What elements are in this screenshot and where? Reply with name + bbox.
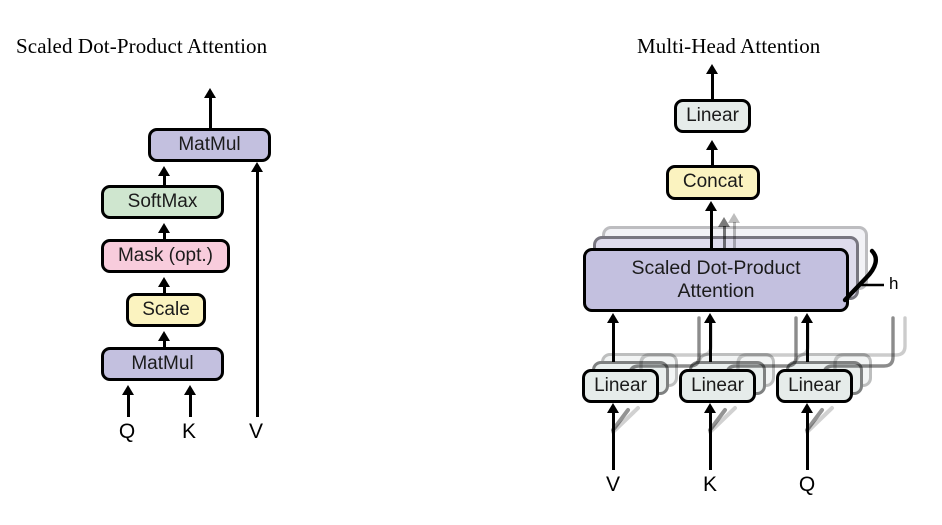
node-concat[interactable]: Concat: [666, 165, 760, 200]
node-softmax[interactable]: SoftMax: [101, 185, 224, 219]
right-input-label-q: Q: [798, 473, 816, 496]
right-edge-attn-concat: [709, 210, 713, 265]
left-input-v-line: [255, 172, 259, 417]
right-output-line: [711, 68, 714, 100]
right-edge-linearv-attn-arrowhead: [606, 313, 619, 323]
left-input-q-arrowhead: [121, 385, 134, 395]
node-matmul-top[interactable]: MatMul: [148, 128, 271, 162]
node-linear-q[interactable]: Linear: [776, 369, 853, 403]
left-input-k-arrowhead: [183, 385, 196, 395]
node-mask[interactable]: Mask (opt.): [101, 239, 230, 273]
left-input-v-arrowhead: [250, 162, 263, 172]
left-edge-mask-softmax-arrowhead: [157, 223, 170, 233]
right-input-k-line: [708, 412, 712, 470]
head-count-label: h: [889, 274, 899, 293]
right-edge-attn-concat-ghost2-arrowhead: [728, 213, 740, 223]
left-panel-title: Scaled Dot-Product Attention: [16, 34, 268, 58]
right-edge-attn-concat-arrowhead: [704, 201, 717, 211]
left-output-line: [208, 92, 212, 128]
right-edge-concat-linear-arrowhead: [706, 140, 718, 150]
input-label-v: V: [248, 420, 263, 443]
left-output-arrowhead: [203, 88, 216, 98]
right-edge-linearq-attn-arrowhead: [800, 313, 813, 323]
right-edge-attn-concat-ghost1-arrowhead: [718, 217, 730, 227]
right-input-v-arrowhead: [606, 403, 619, 413]
node-scaled-dot-product-attention[interactable]: Scaled Dot-Product Attention: [583, 248, 849, 312]
right-edge-linearq-attn: [805, 322, 809, 362]
node-matmul-bottom[interactable]: MatMul: [101, 347, 224, 381]
right-input-k-arrowhead: [703, 403, 716, 413]
right-input-q-line: [805, 412, 809, 470]
input-label-q: Q: [118, 420, 136, 443]
right-edge-lineark-attn: [708, 322, 712, 362]
left-input-q-line: [126, 395, 130, 417]
right-input-label-k: K: [702, 473, 717, 496]
right-edge-concat-linear: [711, 150, 714, 166]
right-edge-linearv-attn: [611, 322, 615, 362]
left-edge-matmul-scale-arrowhead: [157, 331, 170, 341]
right-input-label-v: V: [605, 473, 620, 496]
node-linear-k[interactable]: Linear: [679, 369, 756, 403]
node-linear-v[interactable]: Linear: [582, 369, 659, 403]
right-edge-attn-concat-ghost1: [723, 226, 726, 256]
left-input-k-line: [188, 395, 192, 417]
left-edge-scale-mask-arrowhead: [157, 277, 170, 287]
right-edge-lineark-attn-arrowhead: [703, 313, 716, 323]
node-linear-output[interactable]: Linear: [674, 99, 751, 133]
right-edge-attn-concat-ghost2: [733, 222, 736, 250]
right-input-v-line: [611, 412, 615, 470]
node-scale[interactable]: Scale: [126, 293, 206, 327]
right-input-q-arrowhead: [800, 403, 813, 413]
right-output-arrowhead: [706, 64, 718, 74]
input-label-k: K: [181, 420, 196, 443]
right-panel-title: Multi-Head Attention: [637, 34, 821, 58]
left-edge-softmax-matmul-arrowhead: [157, 166, 170, 176]
